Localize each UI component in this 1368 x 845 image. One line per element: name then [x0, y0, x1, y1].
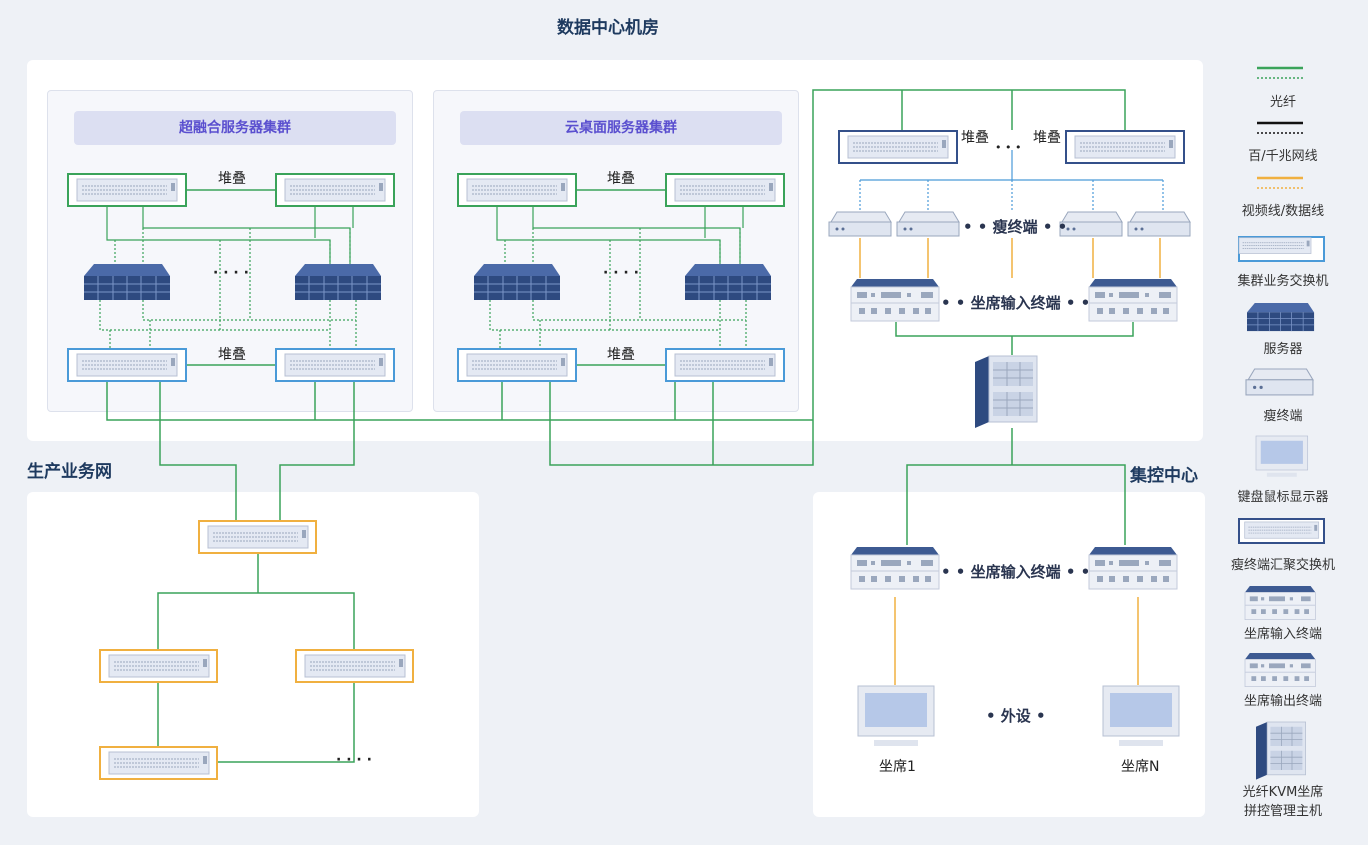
- seat-input-control-right: [1088, 546, 1178, 590]
- thin-terminal-links: [859, 90, 1164, 545]
- hyper-top-switch-right: [275, 173, 395, 207]
- thin-terminal-2: [896, 211, 960, 237]
- dots-cloud: · · · ·: [603, 265, 639, 281]
- seat-input-label-dc: • • 坐席输入终端 • •: [941, 294, 1091, 312]
- legend-thin-terminal: 瘦终端: [1263, 409, 1303, 424]
- production-area-title: 生产业务网: [27, 462, 112, 482]
- control-area-title: 集控中心: [1130, 466, 1198, 486]
- stack-label-cloud-top: 堆叠: [607, 171, 635, 187]
- legend-seat-input: 坐席输入终端: [1243, 627, 1322, 642]
- production-switch-left: [99, 649, 218, 683]
- legend-video: 视频线/数据线: [1241, 204, 1325, 219]
- production-switch-right: [295, 649, 414, 683]
- legend: [1238, 66, 1325, 780]
- cloud-bottom-switch-right: [665, 348, 785, 382]
- stack-label-agg-left: 堆叠: [961, 130, 989, 146]
- dots-agg: • • •: [995, 141, 1022, 154]
- legend-kvm-line2: 拼控管理主机: [1243, 804, 1322, 819]
- aggregation-switch-left: [838, 130, 958, 164]
- thin-terminal-4: [1127, 211, 1191, 237]
- hyper-bottom-switch-left: [67, 348, 187, 382]
- production-core-switch: [198, 520, 317, 554]
- stack-label-hyper-top: 堆叠: [218, 171, 246, 187]
- page-title: 数据中心机房: [557, 18, 659, 38]
- cloud-cluster-links: [489, 89, 1126, 466]
- seat-input-icon: [1244, 585, 1316, 620]
- legend-kvm-line1: 光纤KVM坐席: [1242, 785, 1324, 800]
- stack-label-cloud-bottom: 堆叠: [607, 347, 635, 363]
- hyper-cluster-title: 超融合服务器集群: [74, 111, 396, 145]
- legend-seat-output: 坐席输出终端: [1243, 694, 1322, 709]
- control-links: [894, 597, 1139, 685]
- peripherals-label: • 外设 •: [986, 707, 1046, 725]
- legend-monitor: 键盘鼠标显示器: [1237, 490, 1329, 505]
- aggregation-switch-right: [1065, 130, 1185, 164]
- cloud-bottom-switch-left: [457, 348, 577, 382]
- thin-terminal-icon: [1245, 368, 1314, 396]
- seat-output-icon: [1244, 652, 1316, 687]
- legend-fiber: 光纤: [1269, 95, 1296, 110]
- cloud-cluster-title: 云桌面服务器集群: [460, 111, 782, 145]
- legend-server: 服务器: [1263, 342, 1303, 357]
- thin-terminal-3: [1059, 211, 1123, 237]
- hyper-top-switch-left: [67, 173, 187, 207]
- seat1-label: 坐席1: [879, 759, 916, 775]
- legend-switch: 集群业务交换机: [1237, 274, 1329, 289]
- seat-input-label-control: • • 坐席输入终端 • •: [941, 563, 1091, 581]
- hyper-bottom-switch-right: [275, 348, 395, 382]
- seat-input-control-left: [850, 546, 940, 590]
- monitor-seatN: [1102, 685, 1180, 747]
- hyper-server-right: [294, 263, 382, 301]
- hyper-server-left: [83, 263, 171, 301]
- thin-terminal-1: [828, 211, 892, 237]
- cloud-server-right: [684, 263, 772, 301]
- kvm-host-icon: [1255, 721, 1306, 780]
- dots-hyper: · · · ·: [213, 265, 249, 281]
- monitor-icon: [1255, 435, 1309, 478]
- kvm-host: [974, 355, 1038, 429]
- switch-icon: [1238, 236, 1325, 262]
- seat-input-dc-left: [850, 278, 940, 322]
- seatN-label: 坐席N: [1121, 759, 1160, 775]
- monitor-seat1: [857, 685, 935, 747]
- production-switch-bottom: [99, 746, 218, 780]
- production-links: [157, 553, 355, 763]
- cloud-top-switch-right: [665, 173, 785, 207]
- seat-input-dc-right: [1088, 278, 1178, 322]
- thin-terminal-label: • • 瘦终端 • •: [963, 218, 1068, 236]
- cloud-server-left: [473, 263, 561, 301]
- stack-label-hyper-bottom: 堆叠: [218, 347, 246, 363]
- legend-aggregation-switch: 瘦终端汇聚交换机: [1230, 558, 1335, 573]
- server-icon: [1246, 302, 1315, 332]
- dots-production: · · · ·: [336, 752, 372, 768]
- stack-label-agg-right: 堆叠: [1033, 130, 1061, 146]
- control-panel: [813, 492, 1205, 817]
- legend-network: 百/千兆网线: [1248, 149, 1318, 164]
- cloud-top-switch-left: [457, 173, 577, 207]
